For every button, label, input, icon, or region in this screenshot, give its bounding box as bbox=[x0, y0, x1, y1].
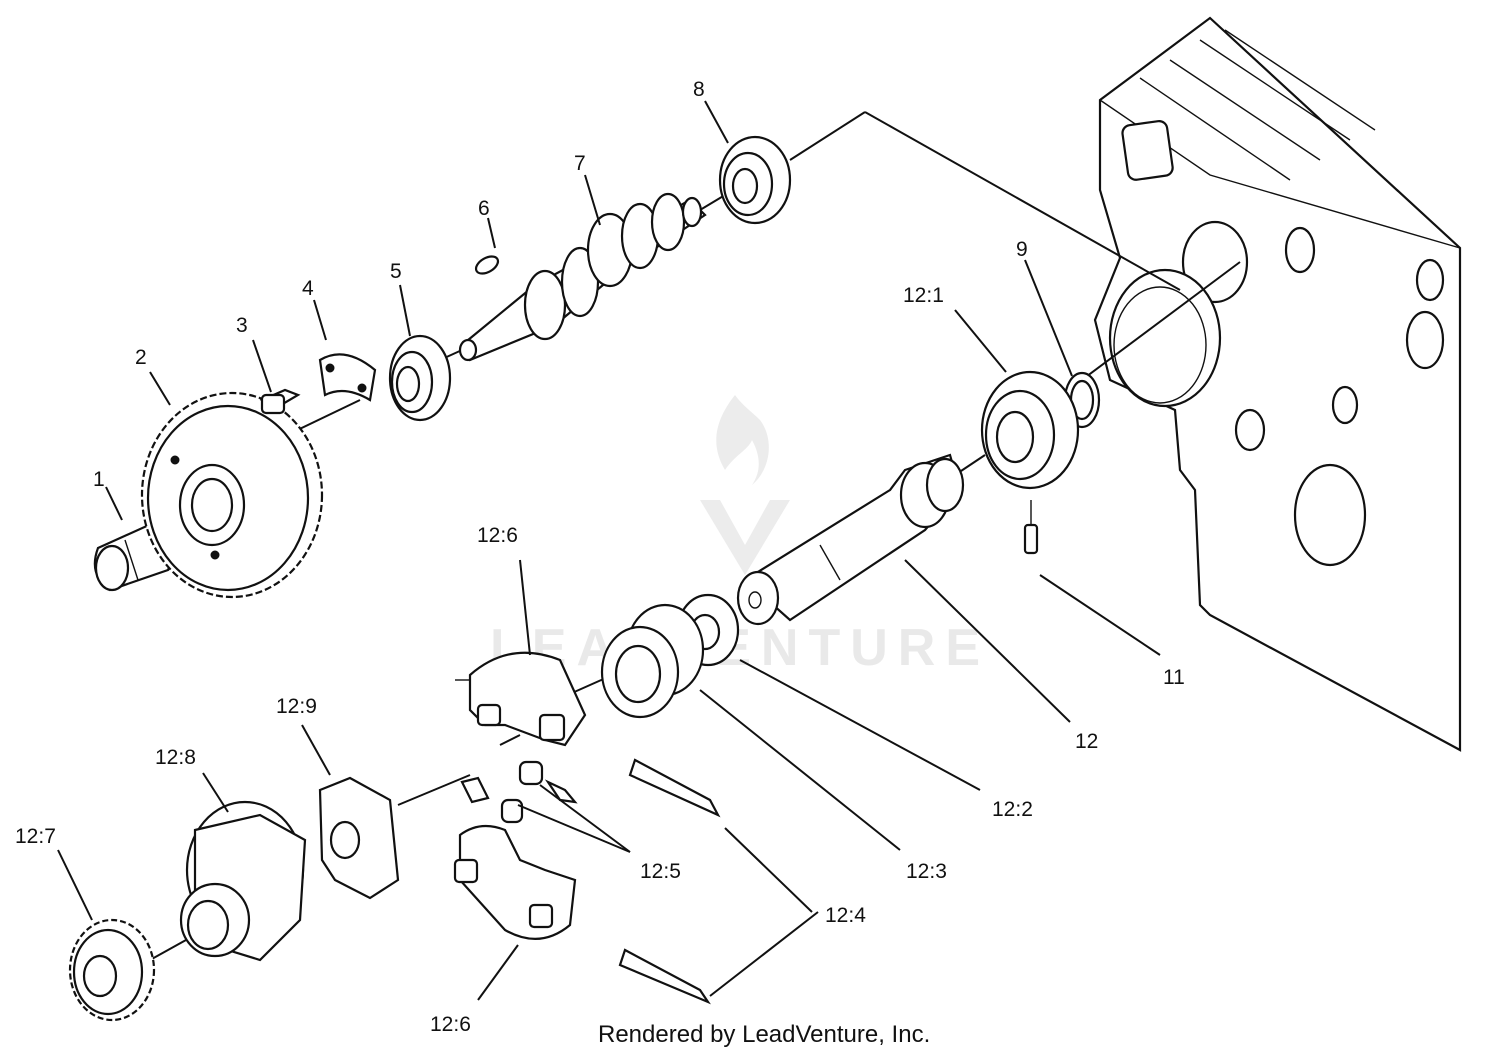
callout-9: 9 bbox=[1016, 238, 1028, 261]
callout-11: 11 bbox=[1163, 666, 1185, 689]
callout-12-4: 12:4 bbox=[825, 904, 866, 927]
v-logo-icon bbox=[700, 500, 790, 575]
part-12-9-plate bbox=[318, 776, 400, 900]
part-12-5-fasteners bbox=[460, 760, 578, 824]
part-12-main-shaft bbox=[736, 453, 965, 626]
part-12-4-pins bbox=[618, 758, 721, 1005]
callout-12-3: 12:3 bbox=[906, 860, 947, 883]
part-12-1-bearing bbox=[980, 370, 1080, 490]
part-8-bearing bbox=[718, 135, 792, 225]
part-12-7-gear bbox=[68, 918, 156, 1022]
callout-3: 3 bbox=[236, 314, 248, 337]
callout-2: 2 bbox=[135, 346, 147, 369]
flame-logo-icon bbox=[716, 395, 769, 485]
callout-12-6-lower: 12:6 bbox=[430, 1013, 471, 1036]
callout-12-7: 12:7 bbox=[15, 825, 56, 848]
callout-12-8: 12:8 bbox=[155, 746, 196, 769]
part-7-camshaft bbox=[458, 192, 707, 362]
part-11-set-screw bbox=[1023, 500, 1039, 555]
part-12-3-spool bbox=[600, 603, 705, 719]
part-12-8-drum bbox=[179, 800, 307, 962]
callout-8: 8 bbox=[693, 78, 705, 101]
watermark-text: LEADVENTURE bbox=[490, 619, 990, 677]
engine-block bbox=[1093, 16, 1462, 752]
callout-12-1: 12:1 bbox=[903, 284, 944, 307]
callout-12-9: 12:9 bbox=[276, 695, 317, 718]
part-5-bearing bbox=[388, 334, 452, 422]
part-6-key bbox=[474, 255, 500, 275]
callout-6: 6 bbox=[478, 197, 490, 220]
part-12-6-lower-flyweight bbox=[453, 824, 577, 940]
part-2-gear bbox=[140, 391, 324, 599]
callout-5: 5 bbox=[390, 260, 402, 283]
footer-credit: Rendered by LeadVenture, Inc. bbox=[598, 1021, 930, 1048]
callout-1: 1 bbox=[93, 468, 105, 491]
callout-12-2: 12:2 bbox=[992, 798, 1033, 821]
part-4-retainer-plate bbox=[318, 353, 377, 402]
part-12-6-upper-flyweight bbox=[455, 651, 587, 747]
callout-7: 7 bbox=[574, 152, 586, 175]
callout-4: 4 bbox=[302, 277, 314, 300]
leader-lines bbox=[57, 100, 1161, 1001]
callout-12-5: 12:5 bbox=[640, 860, 681, 883]
part-3-bolt bbox=[259, 388, 301, 415]
callout-12-6-upper: 12:6 bbox=[477, 524, 518, 547]
callout-12: 12 bbox=[1075, 730, 1098, 753]
callout-labels: 1 2 3 4 5 6 7 8 9 11 12 12:1 12:2 12:3 1… bbox=[15, 78, 1185, 1036]
